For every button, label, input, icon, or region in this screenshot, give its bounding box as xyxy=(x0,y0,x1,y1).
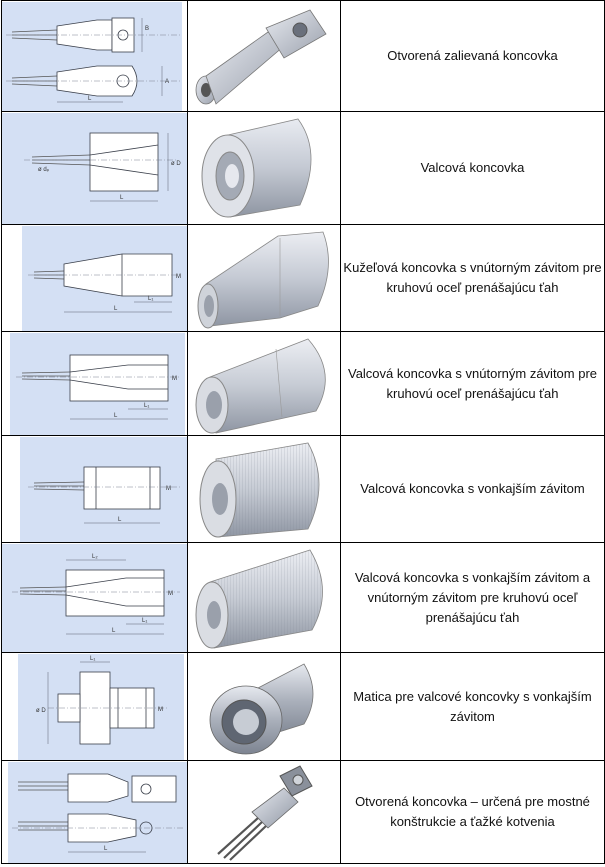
table-row: L L₁ M Valcová koncovka s vnútorným závi… xyxy=(1,331,605,436)
row-label: Otvorená zalievaná koncovka xyxy=(340,0,605,112)
dimension-label: A xyxy=(165,79,169,85)
dimension-label: M xyxy=(158,707,163,713)
row-label: Kužeľová koncovka s vnútorným závitom pr… xyxy=(340,224,605,332)
dimension-label: M xyxy=(168,591,173,597)
row-label: Otvorená koncovka – určená pre mostné ko… xyxy=(340,760,605,864)
dimension-label: M xyxy=(166,486,171,492)
table-row: L M Valcová koncovka s vonkajším závitom xyxy=(1,435,605,543)
dimension-label: L xyxy=(118,517,122,523)
row-label: Valcová koncovka s vonkajším závitom a v… xyxy=(340,542,605,653)
dimension-label: L₂ xyxy=(92,554,98,560)
cylindrical-external-thread-drawing-icon: L M xyxy=(20,436,187,542)
cylindrical-socket-drawing-icon: L ø D ø dₚ xyxy=(2,112,187,224)
dimension-label: L xyxy=(112,628,116,634)
external-internal-thread-drawing-icon: L₂ L L₁ M xyxy=(2,543,187,652)
render-cell xyxy=(187,331,341,436)
row-label: Valcová koncovka s vnútorným závitom pre… xyxy=(340,331,605,436)
dimension-label: L₁ xyxy=(148,296,153,302)
cylindrical-socket-render-icon xyxy=(201,118,312,217)
render-cell xyxy=(187,111,341,225)
nut-drawing-icon: L₁ ø D M xyxy=(18,653,184,760)
table-row: L Otvorená koncovka – určená pre mostné … xyxy=(1,760,605,864)
row-label: Matica pre valcové koncovky s vonkajším … xyxy=(340,652,605,761)
dimension-label: ø dₚ xyxy=(38,167,50,173)
dimension-label: L xyxy=(114,306,118,312)
dimension-label: B xyxy=(145,26,149,32)
dimension-label: L₁ xyxy=(90,656,95,662)
technical-drawing-cell: L ø D ø dₚ xyxy=(1,111,188,225)
table-row: L L₁ M Kužeľová koncovka s vnútorným záv… xyxy=(1,224,605,332)
cylindrical-external-thread-render-icon xyxy=(199,442,320,537)
technical-drawing-cell: L L₁ M xyxy=(1,331,188,436)
render-cell xyxy=(187,0,341,112)
table-row: L₁ ø D M Matica pre valcové koncovky s v… xyxy=(1,652,605,761)
render-cell xyxy=(187,542,341,653)
dimension-label: ø D xyxy=(171,161,181,167)
technical-drawing-cell: L M xyxy=(1,435,188,543)
nut-render-icon xyxy=(209,662,314,754)
row-label: Valcová koncovka s vonkajším závitom xyxy=(340,435,605,543)
render-cell xyxy=(187,652,341,761)
dimension-label: L₁ xyxy=(142,618,147,624)
dimension-label: L xyxy=(104,846,108,852)
dimension-label: L₁ xyxy=(144,403,149,409)
technical-drawing-cell: L L₁ M xyxy=(1,224,188,332)
dimension-label: L xyxy=(114,413,118,419)
bridge-open-socket-render-icon xyxy=(217,764,313,861)
technical-drawing-cell: L₁ ø D M xyxy=(1,652,188,761)
table-row: L₂ L L₁ M Valcová konco xyxy=(1,542,605,653)
row-label: Valcová koncovka xyxy=(340,111,605,225)
table-row: L ø D ø dₚ Valcová koncovka xyxy=(1,111,605,225)
render-cell xyxy=(187,435,341,543)
technical-drawing-cell: B L A xyxy=(1,0,188,112)
technical-drawing-cell: L₂ L L₁ M xyxy=(1,542,188,653)
render-cell xyxy=(187,224,341,332)
external-internal-thread-render-icon xyxy=(195,549,323,648)
open-socket-render-icon xyxy=(195,9,327,105)
dimension-label: L xyxy=(88,96,92,102)
dimension-label: M xyxy=(176,274,181,280)
dimension-label: M xyxy=(172,376,177,382)
conical-socket-drawing-icon: L L₁ M xyxy=(22,225,187,331)
render-cell xyxy=(187,760,341,864)
bridge-open-socket-drawing-icon: L xyxy=(8,761,187,863)
table-row: B L A Otvor xyxy=(1,0,605,112)
technical-drawing-cell: L xyxy=(1,760,188,864)
cylindrical-internal-thread-drawing-icon: L L₁ M xyxy=(10,332,185,435)
cylindrical-internal-thread-render-icon xyxy=(195,338,326,433)
open-socket-drawing-icon: B L A xyxy=(2,1,182,111)
conical-socket-render-icon xyxy=(197,231,329,328)
dimension-label: L xyxy=(120,195,124,201)
dimension-label: ø D xyxy=(36,708,46,714)
